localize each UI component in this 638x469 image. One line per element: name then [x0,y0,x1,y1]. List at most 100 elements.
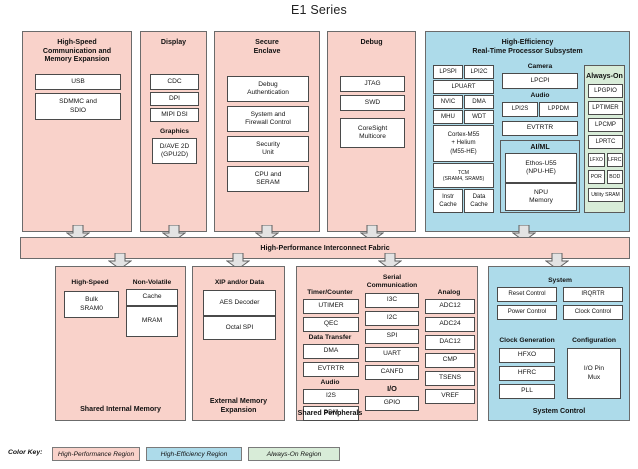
box-octal-spi[interactable]: Octal SPI [203,316,276,340]
caption-data-transfer: Data Transfer [308,334,352,341]
box-i2s[interactable]: I2S [303,389,359,404]
interconnect-fabric: High-Performance Interconnect Fabric [20,237,630,259]
box-utimer[interactable]: UTIMER [303,299,359,314]
panel-always-on: Always-On LPGPIO LPTIMER LPCMP LPRTC LFX… [584,65,625,213]
box-dma-peripheral[interactable]: DMA [303,344,359,359]
box-lpi2c[interactable]: LPI2C [464,65,494,79]
rtss-header-line-2: Real-Time Processor Subsystem [472,46,583,55]
box-uart[interactable]: UART [365,347,419,362]
panel-ai-ml: AI/ML Ethos-U55 (NPU-HE) NPU Memory [500,140,580,213]
box-evtrtr-rtss[interactable]: EVTRTR [502,121,578,136]
box-coresight-multicore[interactable]: CoreSight Multicore [340,118,405,148]
box-lpuart[interactable]: LPUART [433,80,494,94]
box-power-control[interactable]: Power Control [497,305,557,320]
box-bod[interactable]: BOD [606,170,623,184]
panel-header-line-1: High-Speed [57,38,97,46]
box-io-pin-mux[interactable]: I/O Pin Mux [567,348,621,399]
box-cmp[interactable]: CMP [425,353,475,368]
box-debug-authentication[interactable]: Debug Authentication [227,76,309,102]
box-lptimer[interactable]: LPTIMER [588,101,623,115]
box-dave-2d[interactable]: D/AVE 2D (GPU2D) [152,138,197,164]
box-dpi[interactable]: DPI [150,92,199,106]
box-swd[interactable]: SWD [340,95,405,111]
box-npu-memory[interactable]: NPU Memory [505,183,577,211]
box-hfrc[interactable]: HFRC [499,366,555,381]
box-system-firewall-control[interactable]: System and Firewall Control [227,106,309,132]
box-adc12[interactable]: ADC12 [425,299,475,314]
box-i3c[interactable]: I3C [365,293,419,308]
box-jtag[interactable]: JTAG [340,76,405,92]
box-instr-cache[interactable]: Instr Cache [433,189,463,213]
box-cortex-m55-helium[interactable]: Cortex-M55 + Helium (M55-HE) [433,125,494,162]
box-tsens[interactable]: TSENS [425,371,475,386]
footer-shared-internal-memory: Shared Internal Memory [80,405,161,413]
box-data-cache[interactable]: Data Cache [464,189,494,213]
caption-audio-peripheral: Audio [320,379,340,386]
caption-timer-counter: Timer/Counter [307,289,353,296]
box-lpspi[interactable]: LPSPI [433,65,463,79]
panel-rtss: High-Efficiency Real-Time Processor Subs… [425,31,630,232]
caption-audio: Audio [530,92,550,99]
box-cpu-seram[interactable]: CPU and SERAM [227,166,309,192]
caption-always-on: Always-On [586,72,623,80]
box-gpio[interactable]: GPIO [365,396,419,411]
footer-system-control: System Control [532,407,586,415]
box-sdmmc-sdio[interactable]: SDMMC and SDIO [35,93,121,120]
panel-header-line-3: Memory Expansion [44,55,110,64]
box-lpgpio[interactable]: LPGPIO [588,84,623,98]
box-spi[interactable]: SPI [365,329,419,344]
box-lfxo[interactable]: LFXO [588,153,605,167]
panel-display: Display CDC DPI MIPI DSI Graphics D/AVE … [140,31,207,232]
box-reset-control[interactable]: Reset Control [497,287,557,302]
box-evtrtr-peripheral[interactable]: EVTRTR [303,362,359,377]
panel-secure-enclave: Secure Enclave Debug Authentication Syst… [214,31,320,232]
box-dac12[interactable]: DAC12 [425,335,475,350]
box-cdc[interactable]: CDC [150,74,199,90]
rtss-header-line-1: High-Efficiency [501,38,554,46]
arrow-down-external-memory [226,253,250,270]
box-i2c[interactable]: I2C [365,311,419,326]
caption-clock-generation: Clock Generation [499,337,555,344]
box-por[interactable]: POR [588,170,605,184]
box-clock-control[interactable]: Clock Control [563,305,623,320]
box-usb[interactable]: USB [35,74,121,90]
box-security-unit[interactable]: Security Unit [227,136,309,162]
caption-non-volatile: Non-Volatile [132,279,172,286]
box-cache[interactable]: Cache [126,289,178,306]
box-lpcpi[interactable]: LPCPI [502,73,578,89]
box-pll[interactable]: PLL [499,384,555,399]
box-pdm[interactable]: PDM [303,406,359,421]
box-dma[interactable]: DMA [464,95,494,109]
panel-high-speed-communication: High-Speed Communication and Memory Expa… [22,31,132,232]
box-lppdm[interactable]: LPPDM [539,102,578,117]
panel-shared-internal-memory: High-Speed Bulk SRAM0 Non-Volatile Cache… [55,266,186,421]
panel-system-control: System Reset Control IRQRTR Power Contro… [488,266,630,421]
box-lfrc[interactable]: LFRC [606,153,623,167]
box-mipi-dsi[interactable]: MIPI DSI [150,108,199,122]
box-mram[interactable]: MRAM [126,306,178,337]
box-mhu[interactable]: MHU [433,110,463,124]
box-hfxo[interactable]: HFXO [499,348,555,363]
box-aes-decoder[interactable]: AES Decoder [203,290,276,316]
box-adc24[interactable]: ADC24 [425,317,475,332]
box-lpcmp[interactable]: LPCMP [588,118,623,132]
page-title: E1 Series [291,3,347,17]
box-vref[interactable]: VREF [425,389,475,404]
box-tcm[interactable]: TCM (SRAM4, SRAM5) [433,163,494,188]
caption-graphics: Graphics [160,128,189,135]
box-lprtc[interactable]: LPRTC [588,135,623,149]
box-irqrtr[interactable]: IRQRTR [563,287,623,302]
panel-header-secure-1: Secure [255,38,279,46]
box-canfd[interactable]: CANFD [365,365,419,380]
box-qec[interactable]: QEC [303,317,359,332]
box-ethos-u55[interactable]: Ethos-U55 (NPU-HE) [505,153,577,183]
panel-debug: Debug JTAG SWD CoreSight Multicore [327,31,416,232]
box-utility-sram[interactable]: Utility SRAM [588,188,623,202]
panel-header-line-2: Communication and [42,46,112,55]
box-bulk-sram0[interactable]: Bulk SRAM0 [64,291,119,318]
color-key-always-on: Always-On Region [248,447,340,461]
box-nvic[interactable]: NVIC [433,95,463,109]
box-wdt[interactable]: WDT [464,110,494,124]
box-lpi2s[interactable]: LPI2S [502,102,538,117]
